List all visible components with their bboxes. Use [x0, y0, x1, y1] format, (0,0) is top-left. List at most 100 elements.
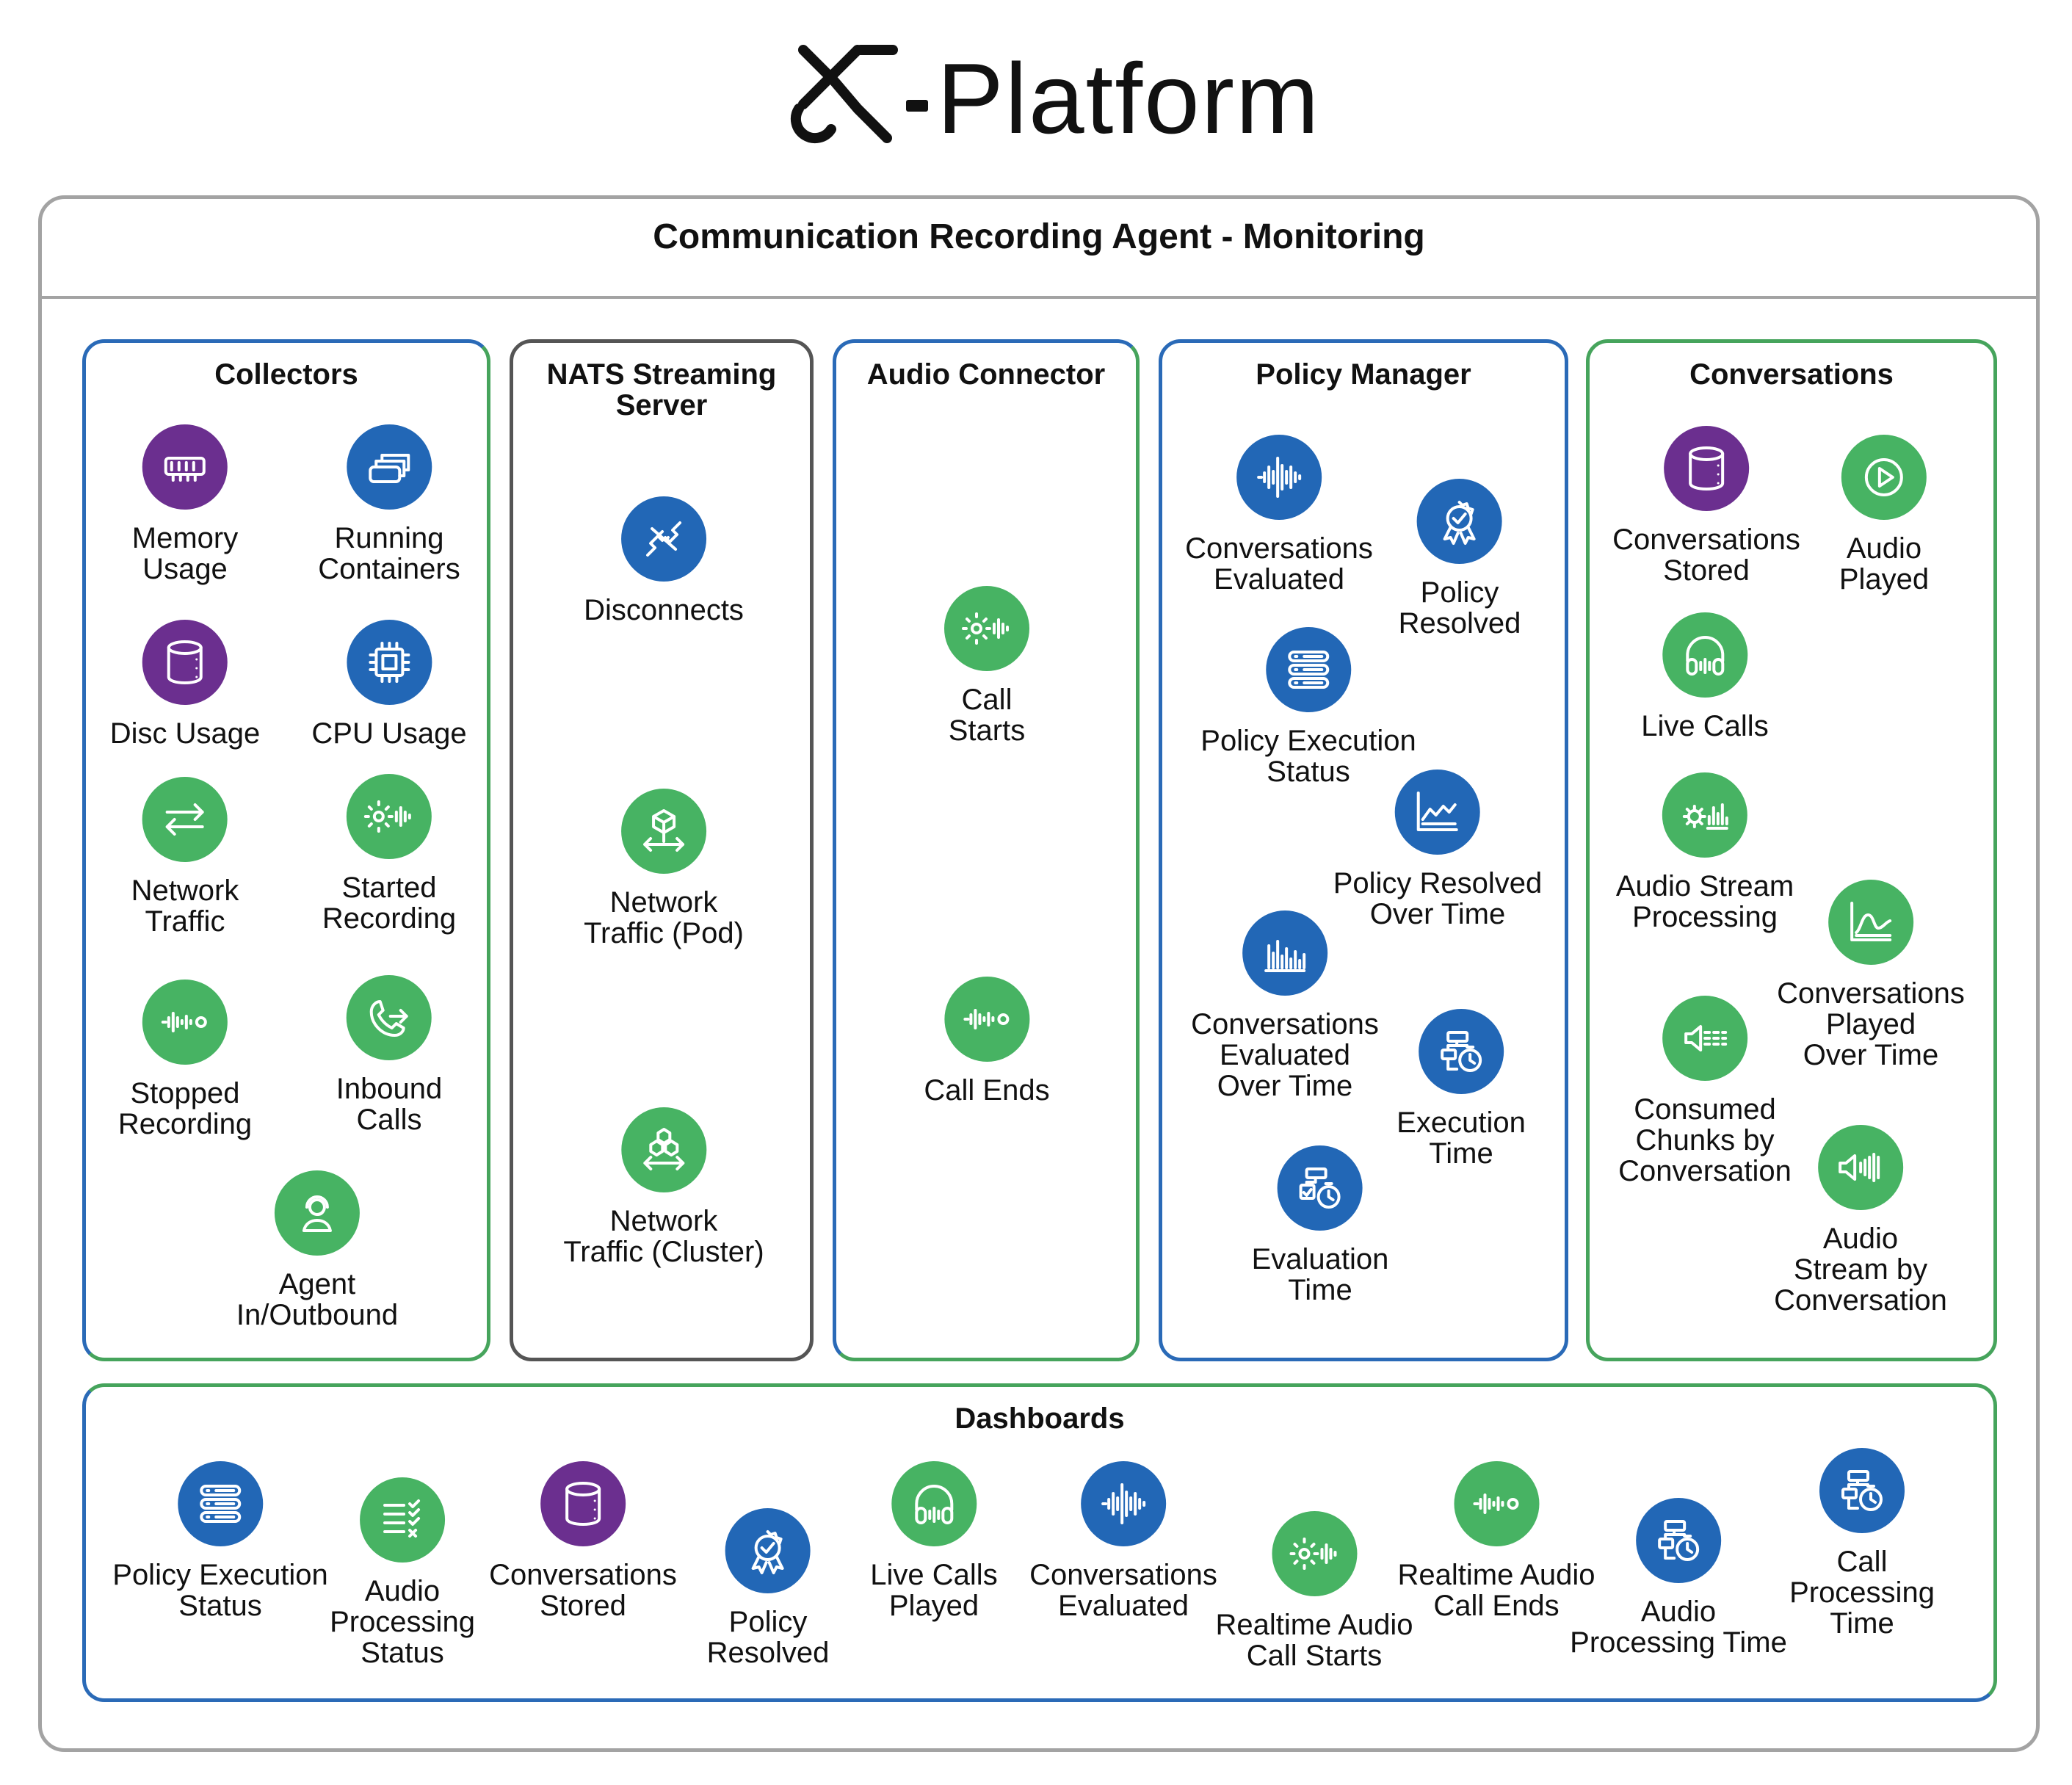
metric-label: Conversations Played Over Time	[1777, 977, 1965, 1071]
memory-icon	[142, 424, 228, 510]
metric-label: CPU Usage	[311, 717, 467, 750]
database-icon	[142, 620, 228, 705]
area-chart-icon	[1828, 880, 1913, 965]
dashboards-metric-5: Live Calls Played	[870, 1461, 998, 1622]
metric-label: Conversations Evaluated Over Time	[1191, 1008, 1379, 1102]
audio-connector-metric-2: Call Ends	[924, 977, 1050, 1107]
policy-manager-metric-7: Evaluation Time	[1251, 1145, 1389, 1306]
metric-label: Disc Usage	[109, 717, 261, 750]
flow-timer-icon	[1418, 1009, 1504, 1094]
audio-connector-metric-1: Call Starts	[944, 586, 1029, 746]
flow-timer-icon	[1819, 1448, 1905, 1533]
metric-label: Audio Processing Status	[330, 1575, 475, 1669]
dashboards-title: Dashboards	[955, 1402, 1125, 1435]
collectors-metric-9: Agent In/Outbound	[236, 1170, 398, 1330]
waveform-icon	[1081, 1461, 1166, 1546]
logo-dash	[906, 100, 928, 112]
page-title: Communication Recording Agent - Monitori…	[653, 217, 1425, 256]
agent-icon	[275, 1170, 360, 1256]
collectors-metric-1: Memory Usage	[132, 424, 238, 584]
metric-label: Network Traffic (Pod)	[584, 886, 744, 949]
collectors-metric-3: Disc Usage	[109, 620, 261, 750]
dashboards-metric-9: Audio Processing Time	[1570, 1498, 1787, 1658]
headphones-icon	[891, 1461, 977, 1546]
audio-stop-icon	[142, 980, 228, 1065]
collectors-metric-5: Network Traffic	[131, 777, 239, 937]
dashboards-metric-7: Realtime Audio Call Starts	[1215, 1511, 1413, 1671]
metric-label: Disconnects	[584, 594, 744, 626]
metric-label: Call Processing Time	[1789, 1546, 1935, 1640]
metric-label: Started Recording	[322, 872, 457, 935]
metric-label: Policy Resolved Over Time	[1333, 867, 1543, 930]
metric-label: Policy Execution Status	[112, 1559, 328, 1622]
audio-stop-icon	[1453, 1461, 1539, 1546]
database-icon	[540, 1461, 626, 1546]
dashboards-metric-3: Conversations Stored	[489, 1461, 677, 1621]
policy-manager-title: Policy Manager	[1256, 358, 1471, 391]
metric-label: Realtime Audio Call Ends	[1397, 1559, 1595, 1622]
checklist-icon	[360, 1477, 445, 1563]
check-timer-icon	[1277, 1145, 1363, 1231]
collectors-metric-7: Stopped Recording	[118, 980, 252, 1140]
speaker-waves-icon	[1818, 1125, 1903, 1210]
conversations-title: Conversations	[1689, 358, 1894, 391]
nats-title: NATS Streaming Server	[546, 358, 777, 421]
metric-label: Policy Resolved	[1398, 576, 1521, 640]
conversations-metric-2: Audio Played	[1839, 435, 1929, 595]
badge-check-icon	[725, 1508, 811, 1593]
policy-manager-metric-2: Policy Resolved	[1399, 479, 1521, 639]
metric-label: Live Calls Played	[870, 1559, 998, 1622]
gear-audio-icon	[1662, 772, 1747, 858]
server-list-icon	[177, 1461, 263, 1546]
audio-start-icon	[1271, 1511, 1357, 1596]
metric-label: Conversations Evaluated	[1029, 1559, 1217, 1622]
server-list-icon	[1265, 627, 1351, 712]
policy-manager-metric-3: Policy Execution Status	[1200, 627, 1416, 787]
phone-in-icon	[347, 975, 432, 1060]
play-icon	[1841, 435, 1927, 520]
metric-label: Running Containers	[318, 522, 460, 585]
line-chart-icon	[1394, 770, 1480, 855]
conversations-metric-4: Audio Stream Processing	[1616, 772, 1794, 933]
monitoring-frame: Communication Recording Agent - Monitori…	[38, 195, 2040, 1752]
policy-manager-metric-1: Conversations Evaluated	[1185, 435, 1373, 595]
waveform-icon	[1236, 435, 1322, 520]
conversations-panel: Conversations	[1586, 339, 1997, 1361]
metric-label: Conversations Evaluated	[1185, 532, 1373, 595]
audio-connector-title: Audio Connector	[866, 358, 1106, 391]
metric-label: Audio Stream by Conversation	[1774, 1223, 1947, 1317]
conversations-metric-3: Live Calls	[1641, 612, 1769, 742]
metric-label: Audio Processing Time	[1570, 1596, 1787, 1659]
audio-start-icon	[346, 774, 432, 859]
conversations-metric-1: Conversations Stored	[1612, 426, 1800, 586]
metric-label: Call Ends	[924, 1074, 1050, 1107]
conversations-metric-6: Consumed Chunks by Conversation	[1618, 996, 1792, 1187]
metric-label: Audio Stream Processing	[1615, 870, 1794, 933]
collectors-title: Collectors	[214, 358, 358, 391]
metric-label: Conversations Stored	[1612, 524, 1800, 587]
metric-label: Policy Resolved	[706, 1606, 830, 1669]
containers-icon	[347, 424, 432, 510]
dashboards-metric-6: Conversations Evaluated	[1029, 1461, 1217, 1621]
cpu-icon	[346, 620, 432, 705]
metric-label: Agent In/Outbound	[236, 1268, 399, 1331]
collectors-metric-6: Started Recording	[322, 774, 456, 934]
policy-manager-metric-6: Execution Time	[1397, 1009, 1526, 1169]
flow-timer-icon	[1635, 1498, 1721, 1583]
collectors-metric-4: CPU Usage	[311, 620, 467, 750]
audio-start-icon	[944, 586, 1029, 671]
headphones-icon	[1662, 612, 1747, 698]
database-icon	[1664, 426, 1749, 511]
logo-wordmark: Platform	[937, 43, 1321, 154]
metric-label: Network Traffic	[131, 875, 239, 938]
cluster-network-icon	[620, 1107, 706, 1192]
x-logo-mark-icon	[790, 45, 898, 144]
badge-check-icon	[1416, 479, 1502, 564]
dashboards-metric-2: Audio Processing Status	[330, 1477, 475, 1668]
cube-network-icon	[621, 789, 706, 874]
metric-label: Evaluation Time	[1251, 1243, 1389, 1306]
policy-manager-metric-4: Policy Resolved Over Time	[1333, 770, 1543, 930]
metric-label: Inbound Calls	[336, 1073, 443, 1136]
nats-metric-3: Network Traffic (Cluster)	[563, 1107, 764, 1267]
speaker-chunks-icon	[1662, 996, 1747, 1081]
